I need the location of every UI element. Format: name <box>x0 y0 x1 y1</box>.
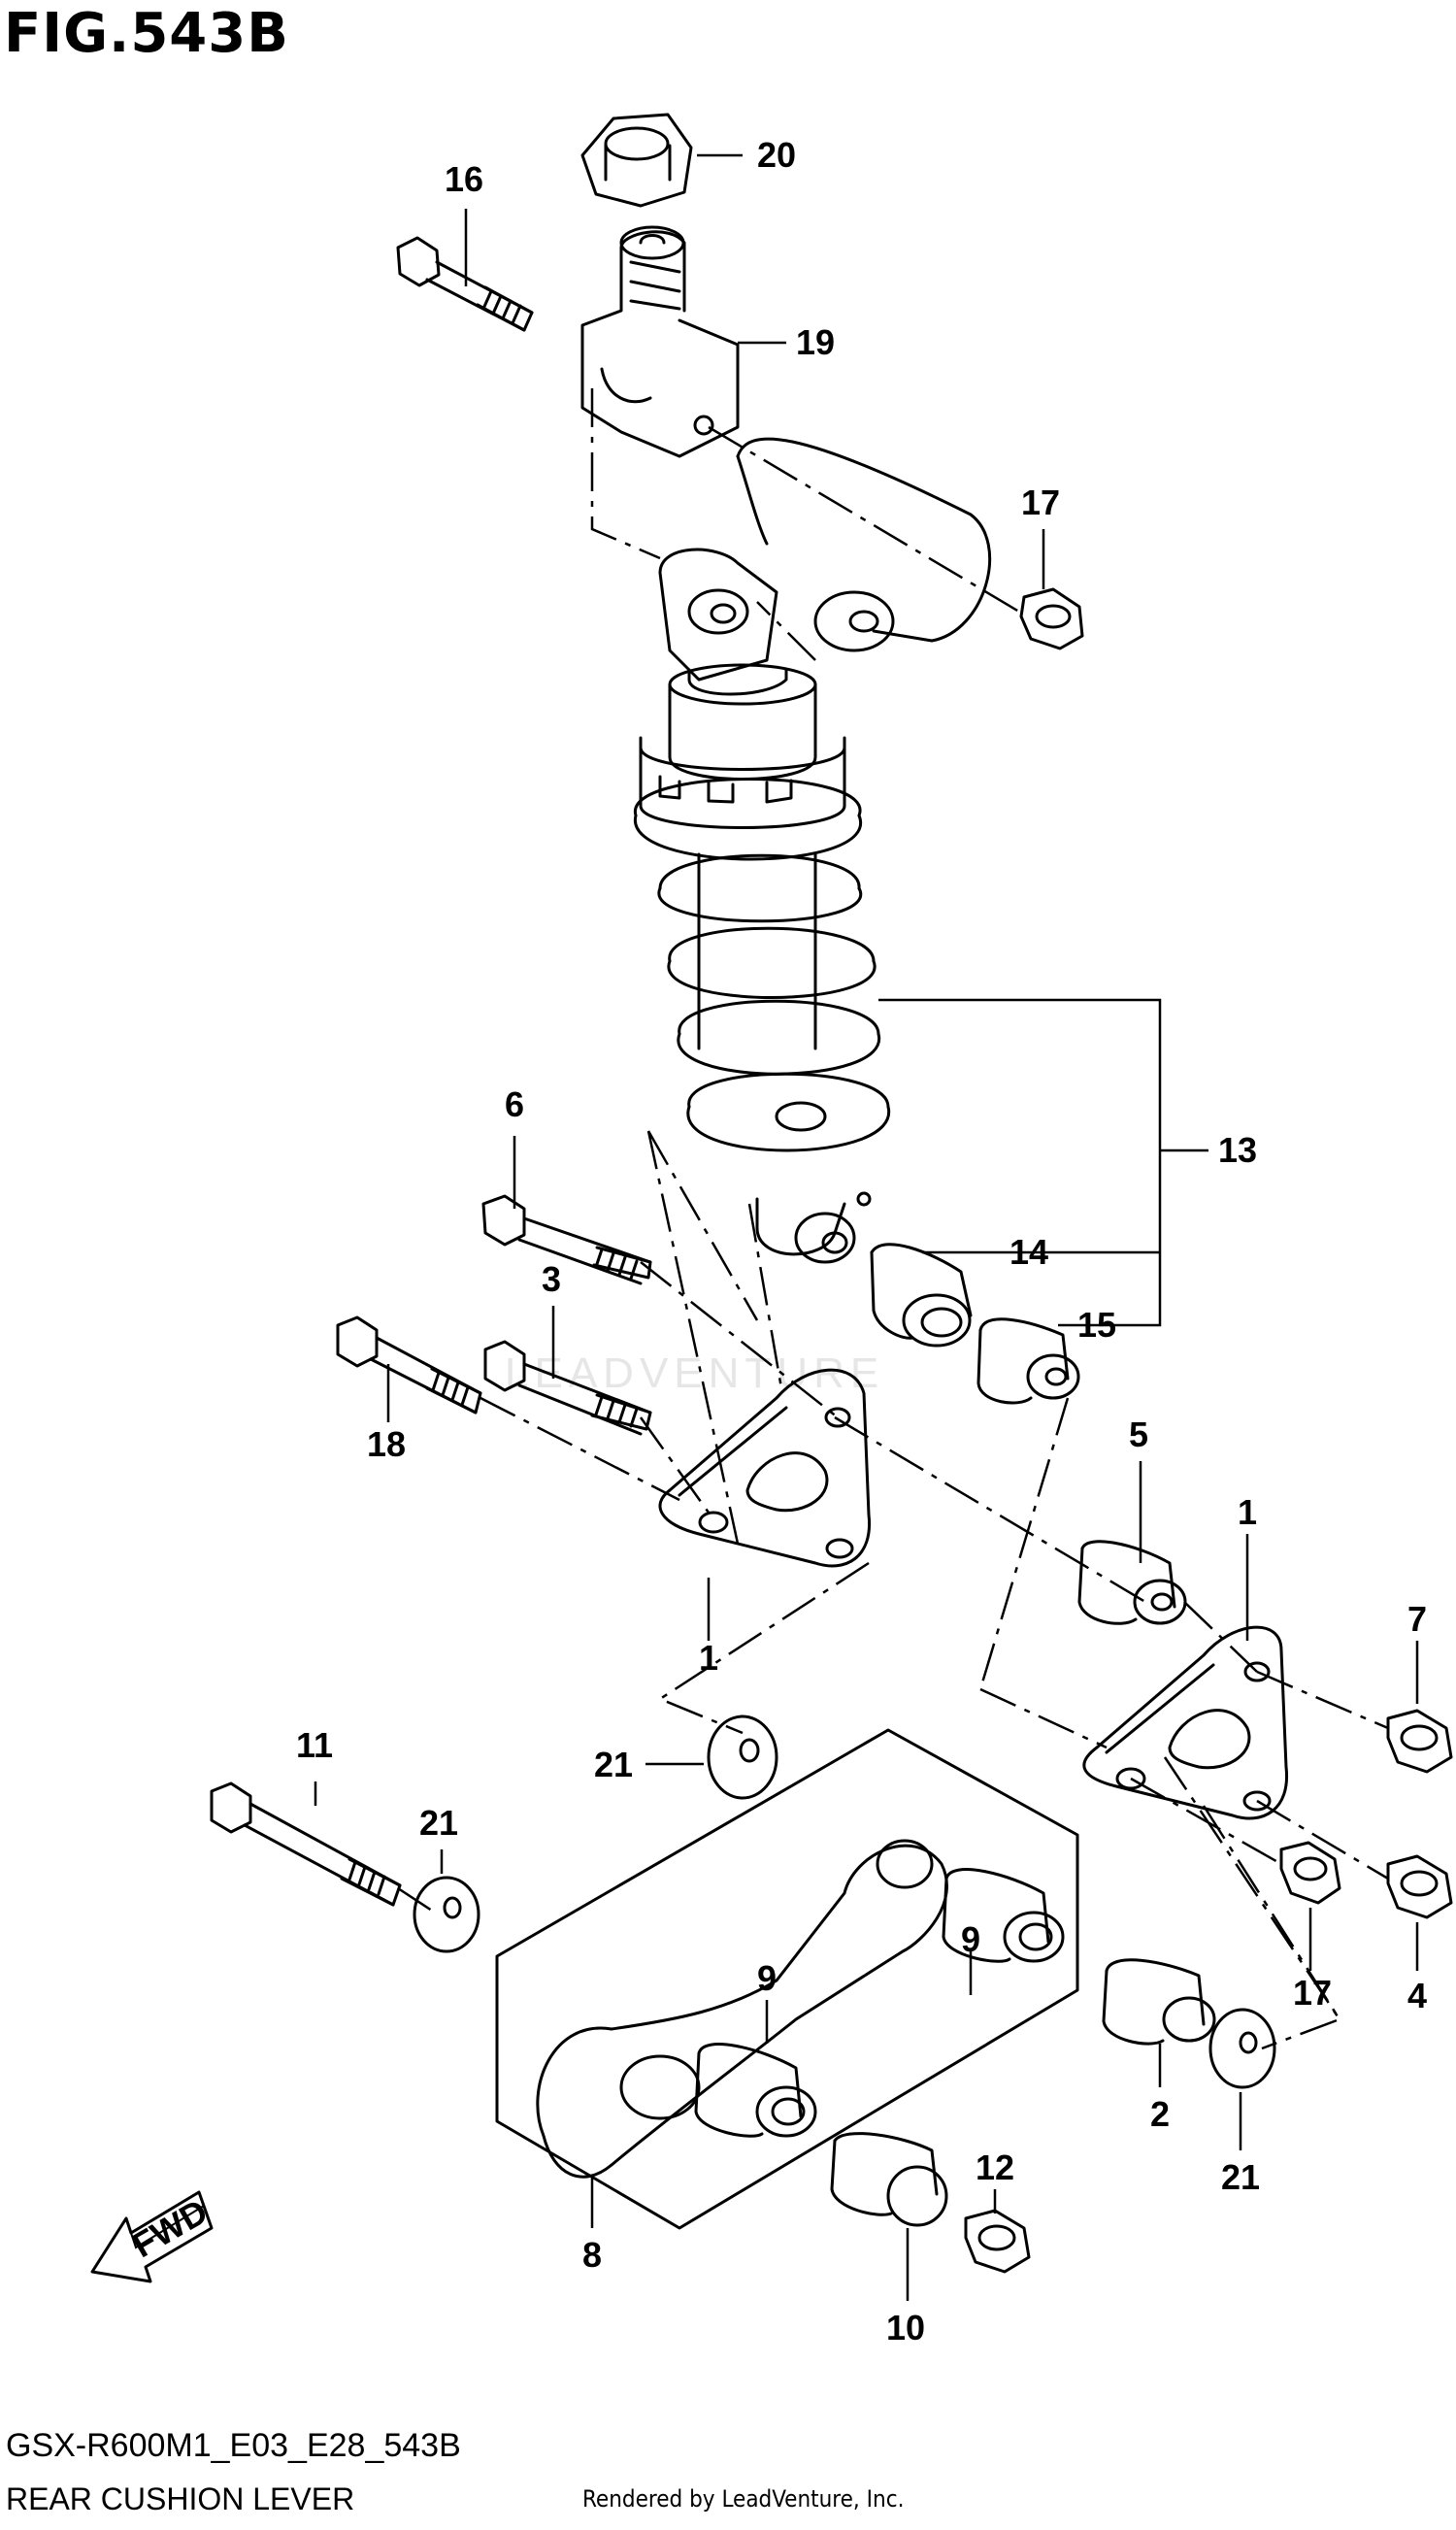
part-19-bracket <box>580 225 740 458</box>
callout-3: 3 <box>542 1259 561 1299</box>
part-11-bolt <box>210 1781 402 1907</box>
callout-7: 7 <box>1407 1599 1427 1639</box>
leader-lines <box>314 153 1419 2301</box>
fwd-arrow-icon <box>90 2190 214 2283</box>
callout-9-lower: 9 <box>757 1958 777 1998</box>
part-6-bolt <box>481 1194 652 1285</box>
part-4-nut <box>1386 1854 1453 1919</box>
part-1-cushion-rod-left <box>658 1368 872 1568</box>
callout-16: 16 <box>445 159 483 199</box>
callout-6: 6 <box>505 1084 524 1124</box>
callout-15: 15 <box>1077 1305 1116 1345</box>
callout-1-right: 1 <box>1238 1492 1257 1532</box>
part-21-washer-mid <box>707 1714 778 1800</box>
part-8-cushion-lever <box>495 1728 1079 2230</box>
callout-2: 2 <box>1150 2094 1170 2134</box>
part-18-bolt <box>336 1315 482 1415</box>
callout-12: 12 <box>976 2147 1014 2187</box>
part-21-washer-right <box>1208 2008 1276 2089</box>
shock-reservoir <box>736 437 992 652</box>
part-13-shock-absorber <box>634 548 890 1264</box>
assembly-lines <box>397 388 1389 2050</box>
figure-title: FIG.543B <box>4 2 289 65</box>
part-17-nut-lower <box>1279 1841 1341 1905</box>
callout-9-upper: 9 <box>961 1919 980 1959</box>
callout-4: 4 <box>1407 1976 1427 2015</box>
callout-21-right: 21 <box>1221 2157 1260 2197</box>
part-17-nut-upper <box>1019 587 1084 650</box>
part-9-bearing-lower <box>694 2043 817 2138</box>
part-2-bushing <box>1102 1958 1216 2046</box>
callout-10: 10 <box>886 2308 925 2347</box>
part-16-bolt <box>396 236 534 332</box>
callout-18: 18 <box>367 1424 406 1464</box>
callout-21-mid: 21 <box>594 1745 633 1784</box>
figure-caption: REAR CUSHION LEVER <box>6 2481 355 2516</box>
callout-1-left: 1 <box>699 1638 718 1678</box>
part-14-bearing <box>870 1243 973 1348</box>
callout-17-lower: 17 <box>1293 1973 1332 2013</box>
part-12-nut <box>964 2209 1031 2274</box>
part-15-bushing <box>976 1317 1080 1405</box>
part-7-nut <box>1386 1709 1453 1774</box>
callouts: 20 16 19 17 13 14 15 6 3 18 5 1 1 7 21 1… <box>296 135 1427 2347</box>
part-20-nut <box>580 113 693 208</box>
callout-20: 20 <box>757 135 796 175</box>
callout-17-upper: 17 <box>1021 483 1060 522</box>
callout-13: 13 <box>1218 1130 1257 1170</box>
part-10-bushing <box>830 2132 948 2227</box>
render-credit: Rendered by LeadVenture, Inc. <box>582 2485 905 2513</box>
part-21-washer-left <box>413 1876 480 1953</box>
callout-11: 11 <box>296 1725 333 1765</box>
callout-14: 14 <box>1009 1232 1048 1272</box>
callout-21-left: 21 <box>419 1803 458 1843</box>
callout-8: 8 <box>582 2235 602 2275</box>
callout-5: 5 <box>1129 1415 1148 1454</box>
model-code: GSX-R600M1_E03_E28_543B <box>6 2427 461 2464</box>
part-3-bolt <box>483 1340 652 1436</box>
part-1-cushion-rod-right <box>1082 1625 1289 1820</box>
part-5-bushing <box>1077 1540 1187 1625</box>
callout-19: 19 <box>796 322 835 362</box>
